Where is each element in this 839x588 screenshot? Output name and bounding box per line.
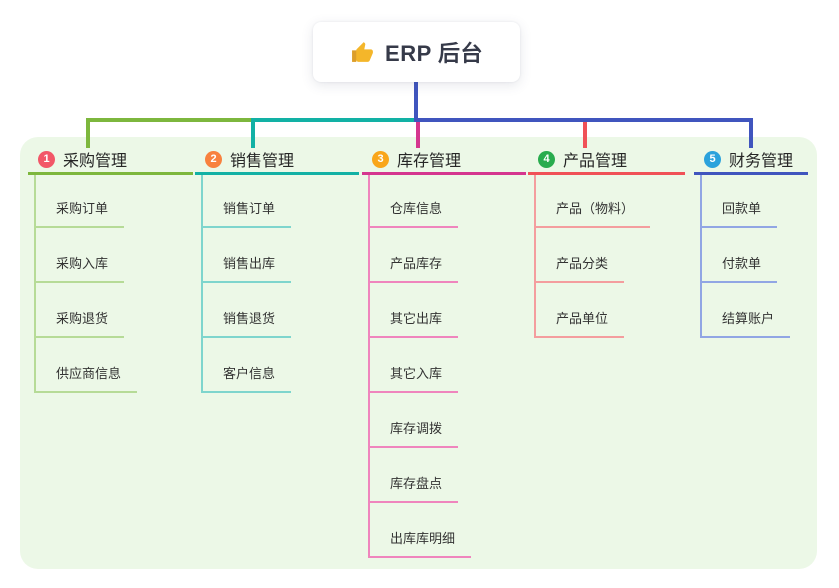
child-node[interactable]: 仓库信息	[368, 198, 459, 228]
child-node[interactable]: 采购入库	[34, 253, 125, 283]
connector-drop-branch-3	[416, 118, 420, 148]
child-node[interactable]: 产品库存	[368, 253, 459, 283]
child-node[interactable]: 客户信息	[201, 363, 292, 393]
child-row: 产品单位	[534, 283, 650, 338]
branch-node-2[interactable]: 2 销售管理	[195, 146, 359, 175]
connector-bus-left-teal	[251, 118, 418, 122]
child-row: 仓库信息	[368, 173, 471, 228]
child-node[interactable]: 产品单位	[534, 308, 625, 338]
branch-number-badge: 4	[538, 150, 555, 168]
branch-label: 库存管理	[397, 153, 462, 170]
child-row: 出库库明细	[368, 503, 472, 558]
child-row: 其它出库	[368, 283, 471, 338]
child-row: 库存盘点	[368, 448, 471, 503]
connector-children-branch-4	[534, 175, 536, 338]
child-node[interactable]: 出库库明细	[368, 528, 472, 558]
branch-number-badge: 5	[704, 150, 721, 168]
child-row: 采购入库	[34, 228, 137, 283]
child-node[interactable]: 产品（物料）	[534, 198, 651, 228]
branch-label: 采购管理	[63, 153, 128, 170]
child-row: 销售订单	[201, 173, 292, 228]
child-node[interactable]: 其它入库	[368, 363, 459, 393]
child-node[interactable]: 供应商信息	[34, 363, 138, 393]
branch-children-5: 回款单付款单结算账户	[700, 173, 791, 338]
connector-drop-branch-4	[583, 118, 587, 148]
child-node[interactable]: 销售退货	[201, 308, 292, 338]
child-node[interactable]: 采购退货	[34, 308, 125, 338]
child-node[interactable]: 库存盘点	[368, 473, 459, 503]
branch-children-4: 产品（物料） 产品分类产品单位	[534, 173, 651, 338]
child-row: 其它入库	[368, 338, 471, 393]
child-row: 销售退货	[201, 283, 292, 338]
child-row: 库存调拨	[368, 393, 471, 448]
child-node[interactable]: 销售出库	[201, 253, 292, 283]
root-node[interactable]: ERP 后台	[313, 22, 520, 82]
child-row: 客户信息	[201, 338, 292, 393]
connector-bus-left-green	[86, 118, 255, 122]
connector-drop-branch-1	[86, 118, 90, 148]
child-row: 采购退货	[34, 283, 137, 338]
branch-label: 财务管理	[729, 153, 794, 170]
branch-label: 产品管理	[563, 153, 628, 170]
child-row: 产品分类	[534, 228, 650, 283]
branch-children-2: 销售订单销售出库销售退货客户信息	[201, 173, 292, 393]
child-row: 结算账户	[700, 283, 791, 338]
branch-number-badge: 3	[372, 150, 389, 168]
branch-node-5[interactable]: 5 财务管理	[694, 146, 808, 175]
branches-panel	[20, 137, 817, 569]
branch-label: 销售管理	[230, 153, 295, 170]
child-row: 产品库存	[368, 228, 471, 283]
connector-children-branch-2	[201, 175, 203, 393]
child-row: 销售出库	[201, 228, 292, 283]
branch-node-4[interactable]: 4 产品管理	[528, 146, 685, 175]
child-node[interactable]: 采购订单	[34, 198, 125, 228]
connector-children-branch-3	[368, 175, 370, 558]
connector-children-branch-5	[700, 175, 702, 338]
branch-children-3: 仓库信息产品库存其它出库其它入库库存调拨库存盘点出库库明细	[368, 173, 472, 558]
child-node[interactable]: 付款单	[700, 253, 778, 283]
connector-drop-branch-2	[251, 118, 255, 148]
child-row: 产品（物料）	[534, 173, 651, 228]
child-row: 付款单	[700, 228, 790, 283]
child-row: 回款单	[700, 173, 790, 228]
child-node[interactable]: 回款单	[700, 198, 778, 228]
child-node[interactable]: 库存调拨	[368, 418, 459, 448]
connector-children-branch-1	[34, 175, 36, 393]
connector-root	[414, 82, 418, 122]
thumbs-up-icon	[352, 41, 373, 62]
child-node[interactable]: 其它出库	[368, 308, 459, 338]
child-node[interactable]: 结算账户	[700, 308, 791, 338]
root-node-label: ERP 后台	[385, 41, 483, 66]
connector-drop-branch-5	[749, 118, 753, 148]
child-row: 供应商信息	[34, 338, 138, 393]
branch-number-badge: 1	[38, 150, 55, 168]
connector-bus-right-blue	[414, 118, 753, 122]
branch-node-3[interactable]: 3 库存管理	[362, 146, 526, 175]
child-node[interactable]: 产品分类	[534, 253, 625, 283]
branch-number-badge: 2	[205, 150, 222, 168]
branch-children-1: 采购订单采购入库采购退货供应商信息	[34, 173, 138, 393]
child-node[interactable]: 销售订单	[201, 198, 292, 228]
child-row: 采购订单	[34, 173, 137, 228]
branch-node-1[interactable]: 1 采购管理	[28, 146, 193, 175]
